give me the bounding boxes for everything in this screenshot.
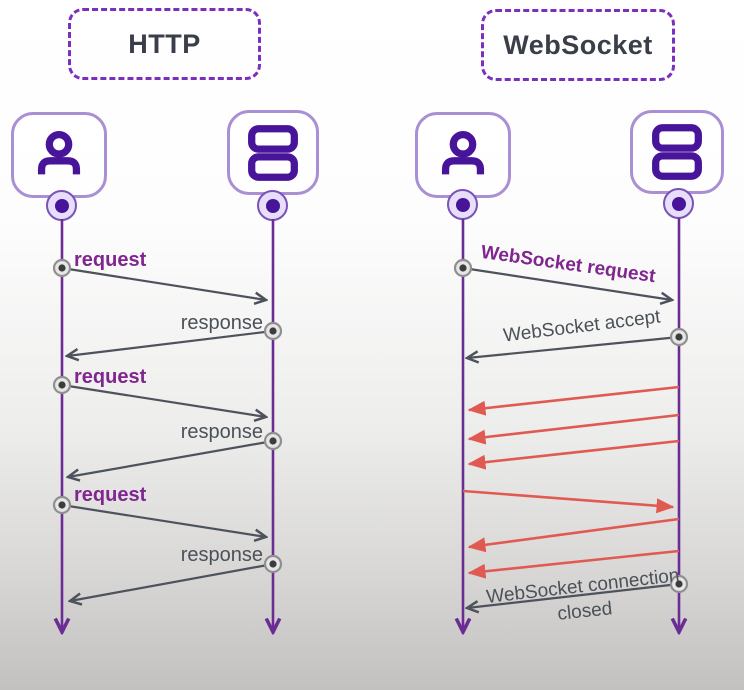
- http-response-label-3: response: [180, 544, 263, 566]
- data-frame-arrow-client-to-server: [462, 489, 675, 514]
- data-frame-arrow-server-to-client: [467, 413, 680, 445]
- http-title: HTTP: [128, 28, 201, 59]
- websocket-request-arrow: [462, 266, 672, 300]
- message-origin-dot: [52, 258, 72, 278]
- message-origin-dot: [669, 327, 689, 347]
- message-origin-dot: [263, 431, 283, 451]
- data-frame-arrow-server-to-client: [467, 439, 680, 470]
- http-response-arrow-1: [67, 329, 274, 356]
- websocket-server-socket-badge: [663, 188, 694, 219]
- http-request-arrow-3: [61, 503, 266, 537]
- message-origin-dot: [669, 574, 689, 594]
- websocket-accept-arrow: [467, 335, 680, 358]
- socket-dot: [54, 198, 69, 213]
- data-frame-arrow-server-to-client: [467, 549, 680, 579]
- http-client-socket-badge: [46, 190, 77, 221]
- http-request-arrow-2: [61, 383, 266, 417]
- data-frame-arrow-server-to-client: [467, 385, 680, 416]
- message-origin-dot: [453, 258, 473, 278]
- person-icon: [37, 131, 81, 175]
- socket-dot: [671, 196, 686, 211]
- http-response-label-2: response: [180, 421, 263, 443]
- data-frame-arrow-server-to-client: [467, 517, 680, 553]
- message-origin-dot: [263, 554, 283, 574]
- websocket-title-box: WebSocket: [481, 9, 675, 81]
- http-request-label-2: request: [74, 366, 147, 388]
- http-request-label-3: request: [74, 484, 147, 506]
- http-request-label-1: request: [74, 249, 147, 271]
- message-origin-dot: [52, 495, 72, 515]
- http-response-arrow-3: [70, 562, 274, 601]
- websocket-server-actor-box: [630, 110, 724, 194]
- http-title-box: HTTP: [68, 8, 261, 80]
- server-icon: [652, 124, 702, 180]
- message-origin-dot: [263, 321, 283, 341]
- socket-dot: [265, 198, 280, 213]
- http-response-label-1: response: [180, 312, 263, 334]
- websocket-title: WebSocket: [503, 29, 653, 60]
- message-origin-dot: [52, 375, 72, 395]
- websocket-close-arrow: [467, 582, 680, 608]
- http-request-arrow-1: [61, 266, 266, 300]
- socket-dot: [455, 197, 470, 212]
- http-server-actor-box: [227, 110, 319, 195]
- http-response-arrow-2: [68, 439, 274, 477]
- server-icon: [248, 124, 298, 181]
- person-icon: [441, 131, 485, 175]
